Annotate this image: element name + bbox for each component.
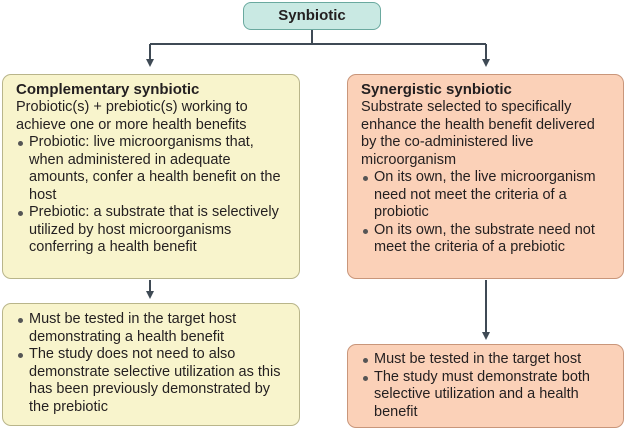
complementary-requirement-selective-utilization: The study does not need to also demonstr… <box>16 346 289 416</box>
synergistic-bullet-substrate: On its own, the substrate need not meet … <box>361 222 613 257</box>
complementary-heading: Complementary synbiotic <box>16 81 200 98</box>
complementary-bullet-prebiotic: Prebiotic: a substrate that is selective… <box>16 204 289 257</box>
synergistic-requirements-box: Must be tested in the target host The st… <box>347 344 624 428</box>
synergistic-requirement-both: The study must demonstrate both selectiv… <box>361 369 613 422</box>
synergistic-description: Substrate selected to specifically enhan… <box>361 99 595 168</box>
complementary-requirements-box: Must be tested in the target host demons… <box>2 303 300 426</box>
synergistic-synbiotic-box: Synergistic synbiotic Substrate selected… <box>347 74 624 279</box>
synergistic-requirements-list: Must be tested in the target host The st… <box>361 351 613 421</box>
synergistic-bullet-list: On its own, the live microorganism need … <box>361 169 613 257</box>
complementary-synbiotic-box: Complementary synbiotic Probiotic(s) + p… <box>2 74 300 279</box>
complementary-description: Probiotic(s) + prebiotic(s) working to a… <box>16 99 248 133</box>
complementary-bullet-list: Probiotic: live microorganisms that, whe… <box>16 134 289 257</box>
synergistic-heading: Synergistic synbiotic <box>361 81 512 98</box>
synbiotic-root-box: Synbiotic <box>243 2 381 30</box>
complementary-requirements-list: Must be tested in the target host demons… <box>16 311 289 416</box>
complementary-requirement-host-test: Must be tested in the target host demons… <box>16 311 289 346</box>
synergistic-bullet-microorganism: On its own, the live microorganism need … <box>361 169 613 222</box>
synergistic-requirement-host-test: Must be tested in the target host <box>361 351 613 369</box>
synbiotic-root-label: Synbiotic <box>278 7 346 24</box>
complementary-bullet-probiotic: Probiotic: live microorganisms that, whe… <box>16 134 289 204</box>
root-to-branches-connector <box>150 30 486 45</box>
